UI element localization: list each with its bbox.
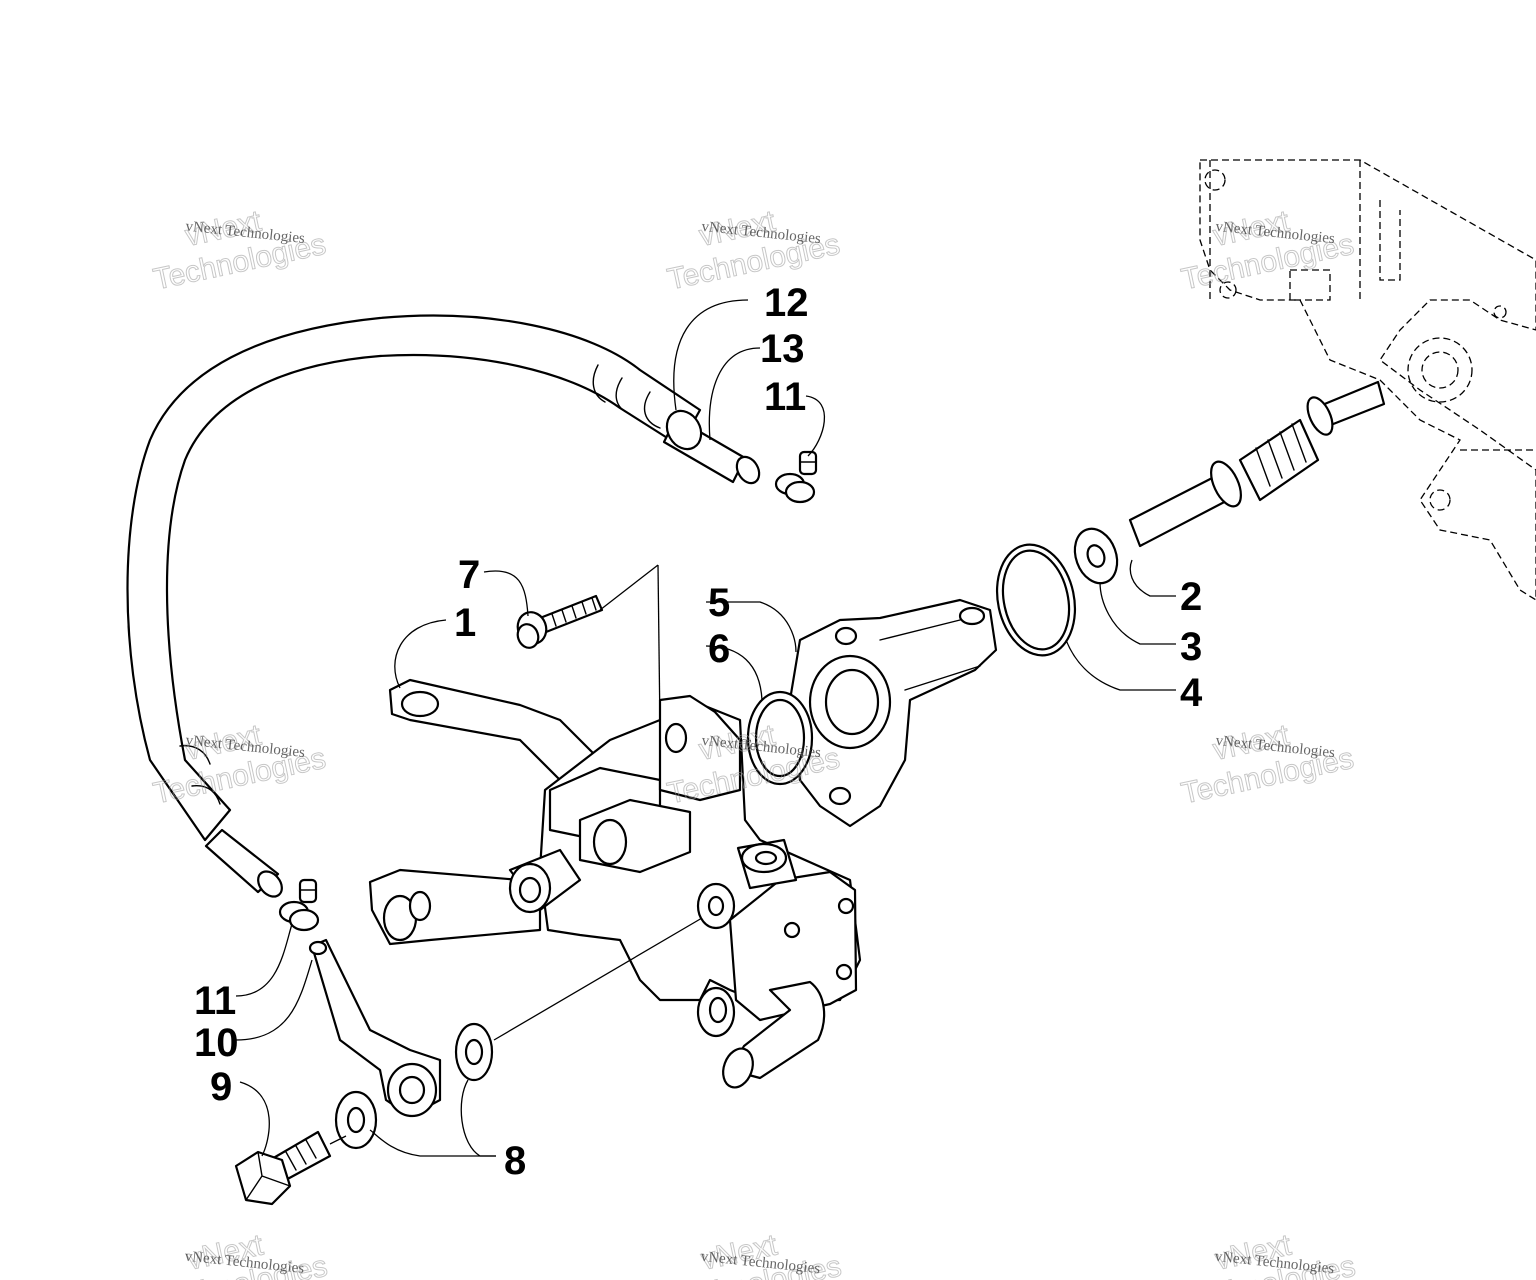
drive-housing	[788, 598, 998, 828]
banjo-fitting	[308, 938, 442, 1118]
callout-1: 1	[454, 601, 476, 645]
o-ring-small	[746, 690, 814, 786]
callout-5: 5	[708, 581, 730, 625]
callout-10: 10	[194, 1021, 239, 1065]
callout-7: 7	[458, 553, 480, 597]
o-ring-large	[995, 543, 1077, 657]
callout-12: 12	[764, 281, 809, 325]
callout-6: 6	[708, 627, 730, 671]
callout-11-top: 11	[764, 375, 806, 419]
sealing-washer-1	[454, 1022, 494, 1082]
pipe-end-top	[662, 409, 761, 485]
callout-4: 4	[1180, 671, 1203, 715]
flange-bolt	[516, 594, 604, 649]
pipe-end-bottom	[204, 828, 283, 898]
sealing-washer-2	[334, 1090, 378, 1150]
watermark-top-left: vNext Technologies	[150, 204, 329, 297]
banjo-bolt	[234, 1130, 347, 1206]
callout-13: 13	[760, 327, 805, 371]
callout-11-bottom: 11	[194, 979, 236, 1023]
callout-2: 2	[1180, 575, 1202, 619]
oil-pump-body	[368, 564, 862, 1089]
callout-9: 9	[210, 1065, 232, 1109]
callout-3: 3	[1180, 625, 1202, 669]
washer	[1073, 527, 1119, 585]
drive-shaft-gear	[1128, 380, 1386, 548]
hose-clamp-top	[774, 450, 818, 504]
callout-labels: 1 2 3 4 5 6 7 8 9 10 11 11 12 13	[194, 281, 1203, 1183]
engine-housing-outline	[1199, 159, 1536, 601]
callout-leaders	[235, 299, 1176, 1157]
hose-clamp-bottom	[278, 878, 320, 932]
callout-8: 8	[504, 1139, 526, 1183]
